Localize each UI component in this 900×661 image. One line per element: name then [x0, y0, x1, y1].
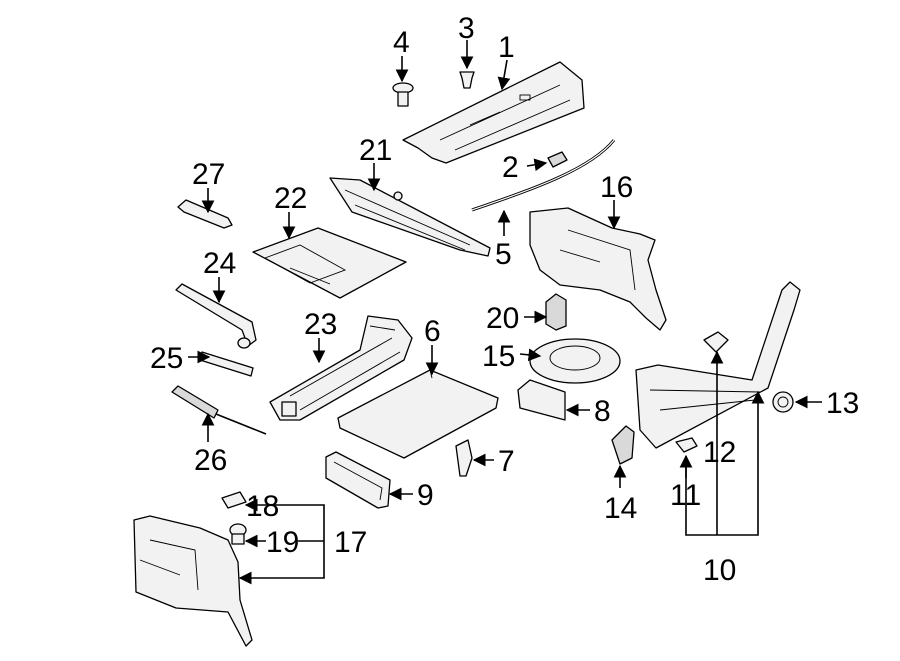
foam-block-part	[517, 379, 566, 421]
bracket-part	[547, 151, 568, 168]
callout-25: 25	[150, 342, 183, 375]
package-tray-part	[402, 61, 585, 164]
callout-24: 24	[203, 247, 236, 280]
callout-20: 20	[486, 302, 519, 335]
push-pin-clip-part	[459, 71, 475, 89]
callout-26: 26	[194, 444, 227, 477]
screwdriver-part	[171, 385, 267, 435]
callout-4: 4	[393, 26, 410, 59]
callout-22: 22	[274, 182, 307, 215]
bumper-stop-part	[675, 437, 698, 453]
foam-tray-part	[325, 451, 391, 509]
spare-tire-holder-part	[529, 338, 621, 384]
retainer-clip-part	[221, 491, 247, 509]
callout-1: 1	[498, 31, 515, 64]
jack-part	[269, 315, 413, 421]
grommet-part	[772, 391, 794, 413]
sill-plate-part	[635, 281, 801, 449]
callout-2: 2	[502, 151, 519, 184]
callout-12: 12	[703, 436, 736, 469]
callout-6: 6	[424, 315, 441, 348]
callout-17: 17	[334, 526, 367, 559]
callout-3: 3	[458, 12, 475, 45]
callout-18: 18	[246, 490, 279, 523]
lug-wrench-part	[175, 283, 257, 349]
callout-9: 9	[417, 479, 434, 512]
tool-kit-tray-part	[252, 227, 407, 299]
side-trim-right-part	[529, 207, 667, 331]
push-retainer-part	[229, 523, 247, 545]
fastener-part	[392, 82, 414, 107]
callout-27: 27	[192, 158, 225, 191]
hook-part	[455, 439, 473, 477]
callout-5: 5	[495, 238, 512, 271]
callout-7: 7	[498, 445, 515, 478]
callout-10: 10	[703, 554, 736, 587]
extension-bar-part	[199, 351, 254, 377]
latch-clip-part	[611, 425, 635, 465]
callout-15: 15	[482, 340, 515, 373]
cover-clip-part	[703, 331, 729, 353]
tie-down-part	[545, 293, 567, 331]
cargo-cover-part	[329, 177, 491, 257]
callout-8: 8	[594, 395, 611, 428]
callout-labels: 1 2 3 4 5 6 7 8 9 10 11 12 13 14 15 16 1…	[150, 12, 859, 587]
callout-14: 14	[604, 492, 637, 525]
callout-23: 23	[304, 308, 337, 341]
callout-11: 11	[670, 479, 701, 512]
weatherstrip-part	[471, 139, 616, 212]
callout-13: 13	[826, 387, 859, 420]
callout-19: 19	[266, 526, 299, 559]
side-trim-left-part	[133, 515, 253, 647]
callout-21: 21	[359, 134, 392, 167]
leader-lines	[188, 40, 822, 585]
callout-16: 16	[600, 171, 633, 204]
wrench-part	[177, 199, 233, 229]
